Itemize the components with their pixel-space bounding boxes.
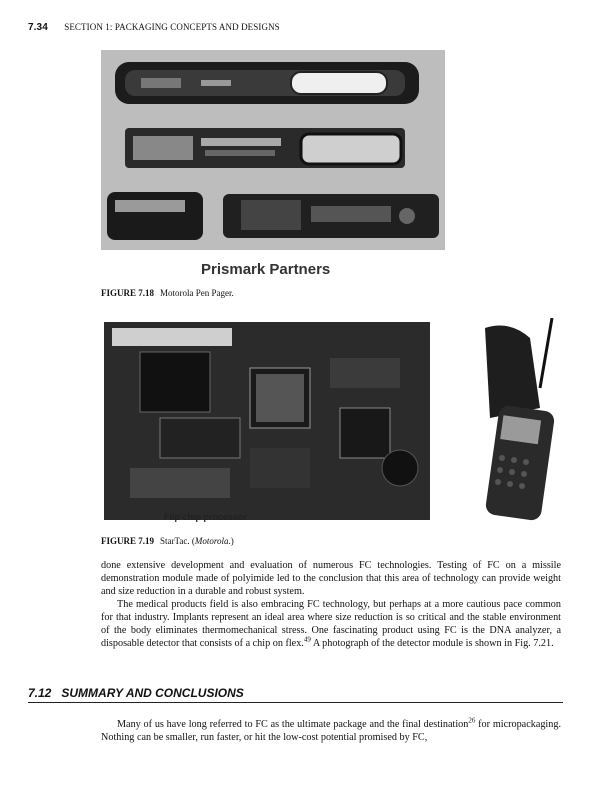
prismark-logo: Prismark Partners [201,261,330,278]
page-number: 7.34 [28,22,48,33]
flip-chip-label: Flip chip processor [164,512,248,522]
caption-text: Motorola Pen Pager. [160,288,234,298]
figure-pen-pager-photo: Prismark Partners [101,50,445,280]
section-heading: 7.12 SUMMARY AND CONCLUSIONS [28,686,563,703]
startac-phone-image [485,318,555,521]
footnote-ref[interactable]: 26 [468,716,476,725]
caption-label: FIGURE 7.19 [101,536,155,546]
summary-text: Many of us have long referred to FC as t… [101,716,561,744]
caption-text: StarTac. ( [160,536,195,546]
figure-startac-photo: Flip chip processor [104,318,555,522]
paragraph-text: for micropackaging. Nothing can be small… [101,719,561,743]
paragraph-text: Many of us have long referred to FC as t… [117,719,469,730]
caption-source: Motorola. [194,536,231,546]
body-text: done extensive development and evaluatio… [101,559,561,650]
footnote-ref[interactable]: 49 [303,635,311,644]
figure-caption-7-19: FIGURE 7.19 StarTac. (Motorola.) [101,536,234,546]
section-number: 7.12 [28,686,52,700]
section-title: SUMMARY AND CONCLUSIONS [61,686,244,700]
running-header: 7.34 SECTION 1: PACKAGING CONCEPTS AND D… [28,22,280,33]
paragraph: done extensive development and evaluatio… [101,560,561,597]
paragraph-text: The medical products field is also embra… [101,599,561,649]
paragraph: Many of us have long referred to FC as t… [101,716,561,744]
section-header: SECTION 1: PACKAGING CONCEPTS AND DESIGN… [64,22,280,32]
paragraph: The medical products field is also embra… [101,598,561,650]
caption-text-end: ) [230,536,234,546]
caption-label: FIGURE 7.18 [101,288,155,298]
paragraph-text: A photograph of the detector module is s… [310,638,554,649]
figure-caption-7-18: FIGURE 7.18 Motorola Pen Pager. [101,288,234,298]
